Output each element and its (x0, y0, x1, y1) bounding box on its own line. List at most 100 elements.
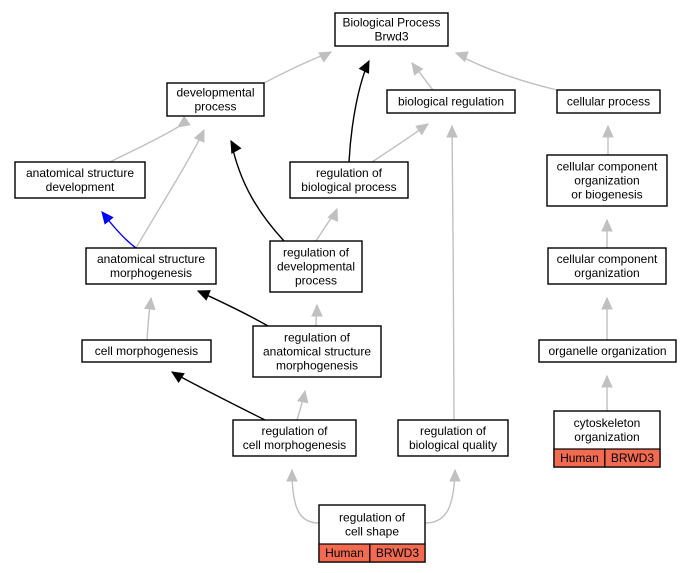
node-label-line: organization (574, 174, 639, 188)
node-label-line: cellular component (557, 252, 658, 266)
nodes-layer: Biological ProcessBrwd3developmentalproc… (14, 12, 677, 563)
edge-arrowhead (311, 303, 323, 317)
node-label-line: organelle organization (548, 344, 666, 358)
edge-line (348, 60, 370, 163)
edge-regulation-of-anatomical-structure-morphogenesis-to-regulation-of-developmental-process (311, 303, 323, 327)
node-label-line: process (194, 100, 236, 114)
node-organelle-organization[interactable]: organelle organization (538, 339, 677, 363)
edge-arrowhead (297, 389, 309, 404)
edge-line (135, 129, 205, 249)
gene-tag: BRWD3 (611, 451, 654, 465)
edge-developmental-process-to-bp-root (263, 51, 333, 84)
node-box[interactable] (81, 339, 212, 363)
node-label-line: developmental (176, 86, 254, 100)
edge-arrowhead (601, 296, 613, 310)
node-label-line: or biogenesis (571, 188, 642, 202)
node-label-line: organization (574, 266, 639, 280)
node-box[interactable] (556, 89, 661, 114)
gene-tag-cell (369, 543, 426, 563)
edge-arrowhead (327, 207, 339, 222)
node-box[interactable] (546, 154, 668, 207)
edge-arrowhead (144, 296, 156, 311)
edge-arrowhead (230, 139, 242, 154)
node-label-line: cellular process (567, 95, 650, 109)
edge-anatomical-structure-morphogenesis-to-anatomical-structure-development (101, 211, 137, 249)
node-label-line: developmental (277, 260, 355, 274)
edge-line (171, 371, 266, 421)
node-label-line: regulation of (420, 424, 487, 438)
edge-arrowhead (286, 468, 298, 482)
node-label-line: Biological Process (342, 16, 440, 30)
edge-cell-morphogenesis-to-anatomical-structure-morphogenesis (144, 296, 156, 341)
edge-organelle-organization-to-cellular-component-organization (601, 296, 613, 341)
species-tag: Human (560, 451, 599, 465)
gene-tag-cell (604, 448, 661, 468)
node-cellular-process[interactable]: cellular process (556, 89, 661, 114)
edge-regulation-of-anatomical-structure-morphogenesis-to-anatomical-structure-morphogenesis (196, 290, 269, 327)
node-box[interactable] (85, 247, 217, 285)
node-label-line: morphogenesis (110, 266, 192, 280)
node-box[interactable] (538, 339, 677, 363)
node-box[interactable] (166, 82, 265, 117)
node-label-line: regulation of (284, 331, 351, 345)
edge-cellular-component-organization-to-cellular-component-organization-or-biogenesis (601, 218, 613, 249)
edge-arrowhead (415, 123, 429, 136)
edge-arrowhead (601, 374, 613, 388)
edge-arrowhead (177, 115, 191, 128)
node-label-line: regulation of (339, 511, 406, 525)
node-box[interactable] (289, 161, 409, 199)
edge-regulation-of-developmental-process-to-regulation-of-biological-process (315, 207, 339, 242)
node-label-line: anatomical structure (26, 166, 134, 180)
edge-arrowhead (446, 124, 458, 138)
edge-arrowhead (193, 128, 205, 143)
edge-regulation-of-cell-shape-to-regulation-of-cell-morphogenesis (286, 468, 320, 524)
node-cell-morphogenesis[interactable]: cell morphogenesis (81, 339, 212, 363)
node-box[interactable] (269, 240, 363, 293)
edge-arrowhead (449, 468, 461, 482)
node-label-line: anatomical structure (97, 252, 205, 266)
edge-regulation-of-biological-process-to-biological-regulation (371, 123, 429, 163)
node-box[interactable] (397, 419, 509, 457)
node-box[interactable] (14, 161, 146, 199)
node-box[interactable] (232, 419, 357, 457)
node-box[interactable] (386, 89, 516, 114)
edge-line (451, 125, 455, 421)
edge-regulation-of-cell-morphogenesis-to-cell-morphogenesis (170, 371, 266, 421)
edge-anatomical-structure-development-to-developmental-process (109, 115, 191, 163)
node-label-line: regulation of (283, 246, 350, 260)
edge-cellular-component-organization-or-biogenesis-to-cellular-process (602, 124, 614, 156)
node-label-line: process (295, 274, 337, 288)
node-label-line: cell morphogenesis (243, 438, 346, 452)
gene-tag: BRWD3 (376, 546, 419, 560)
edge-arrowhead (602, 124, 614, 138)
edge-arrowhead (601, 218, 613, 232)
species-gene-tags: Human BRWD3 (553, 448, 661, 468)
edge-biological-regulation-to-bp-root (411, 62, 434, 91)
node-label-line: anatomical structure (263, 345, 371, 359)
node-label-line: Brwd3 (374, 30, 408, 44)
edge-arrowhead (170, 371, 185, 384)
node-label-line: biological quality (409, 438, 497, 452)
node-box[interactable] (334, 12, 449, 47)
edge-line (230, 140, 285, 242)
node-biological-regulation[interactable]: biological regulation (386, 89, 516, 114)
edge-arrowhead (358, 59, 370, 74)
node-box[interactable] (252, 325, 382, 378)
node-box[interactable] (547, 247, 667, 285)
node-label-line: regulation of (261, 424, 328, 438)
node-label-line: biological process (301, 180, 396, 194)
